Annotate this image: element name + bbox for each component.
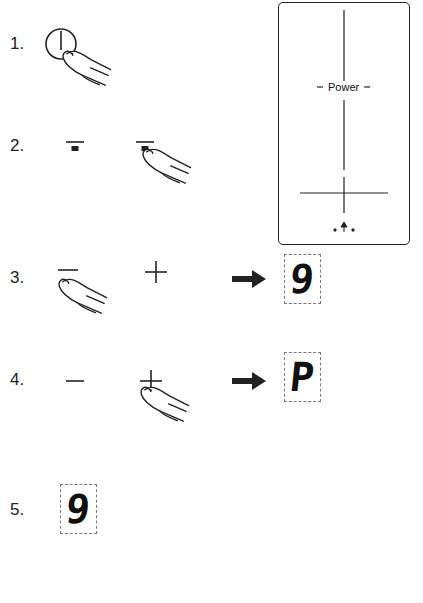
- finger: [139, 387, 190, 422]
- boost-symbol: [334, 222, 354, 232]
- finger: [141, 149, 192, 184]
- minus-plus-keys: [58, 261, 167, 283]
- panel-label: Power: [325, 81, 362, 93]
- arrow: [232, 372, 266, 390]
- display-digit: 9: [64, 489, 92, 529]
- step-number: 4.: [10, 370, 24, 390]
- label-dash: [364, 86, 370, 87]
- step-number: 3.: [10, 268, 24, 288]
- display-digit: P: [288, 357, 316, 397]
- finger: [57, 279, 108, 314]
- step-number: 5.: [10, 500, 24, 520]
- step-number: 2.: [10, 136, 24, 156]
- display: 9: [284, 254, 321, 304]
- display: 9: [60, 484, 97, 534]
- panel-lines: [300, 10, 388, 213]
- label-dash: [317, 86, 323, 87]
- display: P: [284, 352, 321, 402]
- minus-key: [66, 142, 154, 151]
- control-panel: Power: [278, 2, 410, 245]
- display-digit: 9: [288, 259, 316, 299]
- arrow: [232, 270, 266, 288]
- step-number: 1.: [10, 34, 24, 54]
- finger: [61, 51, 112, 86]
